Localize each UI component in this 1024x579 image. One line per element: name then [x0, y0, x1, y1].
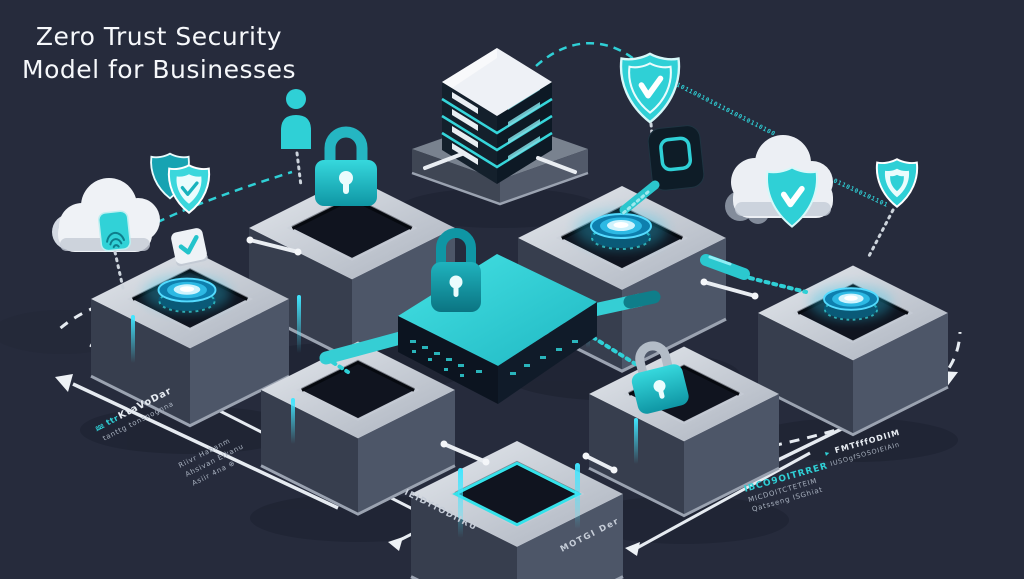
padlock-icon: [315, 126, 377, 206]
dashed-teal-line-server: [535, 42, 647, 71]
glow-stripe: [297, 295, 301, 353]
server-rack-icon: [441, 48, 553, 184]
arrow-center-right-icon: [625, 542, 640, 556]
padlock-icon: [431, 228, 481, 312]
page-title: Zero Trust Security Model for Businesses: [14, 20, 304, 86]
shield-check-icon: [619, 52, 681, 124]
svg-text:▸: ▸: [824, 448, 831, 458]
shield-check-icon: [167, 164, 211, 214]
title-line-1: Zero Trust Security: [35, 22, 283, 51]
title-line-2: Model for Businesses: [22, 55, 296, 84]
chain-link: [748, 276, 808, 294]
glow-stripe: [291, 398, 295, 444]
keyfob-device-icon: [647, 125, 705, 191]
cloud-shield-icon: [725, 135, 833, 228]
connector-rod: [423, 152, 577, 174]
user-icon: [281, 89, 311, 149]
verified-tag-icon: [171, 228, 208, 267]
chain-link: [113, 250, 125, 290]
chain-link: [324, 356, 350, 374]
glow-stripe: [634, 418, 638, 464]
data-disc-icon: [143, 275, 230, 313]
connector-rods: [246, 236, 759, 474]
padlock-chained-icon: [584, 331, 689, 414]
chain-link: [295, 151, 303, 188]
glow-stripe: [458, 468, 463, 538]
arrow-center-left-icon: [388, 537, 403, 551]
arrow-left-icon: [55, 374, 73, 392]
front-panel-leds: [410, 340, 578, 377]
secure-connector-icon: [700, 254, 808, 294]
fingerprint-badge-icon: [98, 210, 131, 252]
chain-link: [619, 190, 650, 217]
cable-left: [319, 330, 411, 365]
data-disc-icon: [575, 210, 667, 250]
data-disc-icon: [810, 285, 893, 321]
glow-stripe: [575, 463, 580, 529]
pour-arm: [619, 180, 660, 215]
chain-link: [866, 208, 895, 260]
firewall-device: [319, 228, 661, 404]
glow-stripe: [131, 315, 135, 363]
